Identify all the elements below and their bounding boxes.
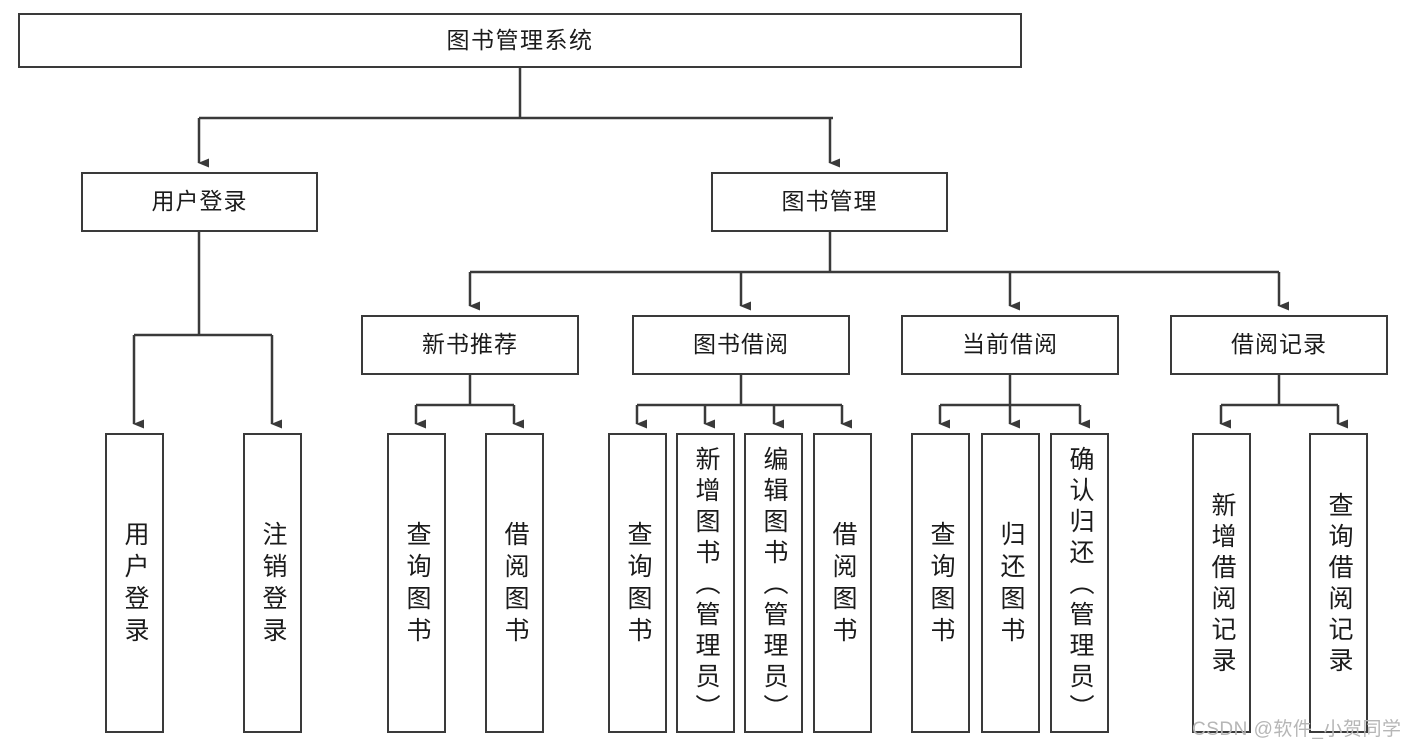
- node-leaf-query-book-cur-label: 查询图书: [927, 521, 955, 649]
- node-leaf-return-book[interactable]: 归还图书: [981, 433, 1040, 733]
- node-leaf-user-logout-label: 注销登录: [259, 521, 287, 649]
- node-book-manage[interactable]: 图书管理: [711, 172, 948, 232]
- node-new-book-rec[interactable]: 新书推荐: [361, 315, 579, 375]
- node-current-borrow[interactable]: 当前借阅: [901, 315, 1119, 375]
- node-leaf-add-record[interactable]: 新增借阅记录: [1192, 433, 1251, 733]
- node-root[interactable]: 图书管理系统: [18, 13, 1022, 68]
- node-user-login[interactable]: 用户登录: [81, 172, 318, 232]
- node-root-label: 图书管理系统: [446, 26, 594, 53]
- node-leaf-borrow-book[interactable]: 借阅图书: [813, 433, 872, 733]
- node-leaf-query-book-rec[interactable]: 查询图书: [387, 433, 446, 733]
- node-leaf-edit-book-label: 编辑图书（管理员）: [760, 445, 788, 725]
- node-leaf-confirm-return[interactable]: 确认归还（管理员）: [1050, 433, 1109, 733]
- node-borrow-record[interactable]: 借阅记录: [1170, 315, 1388, 375]
- node-current-borrow-label: 当前借阅: [962, 331, 1058, 358]
- node-leaf-edit-book[interactable]: 编辑图书（管理员）: [744, 433, 803, 733]
- node-new-book-rec-label: 新书推荐: [422, 331, 518, 358]
- watermark: CSDN @软件_小贺同学: [1192, 719, 1402, 740]
- node-leaf-user-login[interactable]: 用户登录: [105, 433, 164, 733]
- node-leaf-query-book[interactable]: 查询图书: [608, 433, 667, 733]
- node-leaf-borrow-book-rec[interactable]: 借阅图书: [485, 433, 544, 733]
- node-leaf-query-book-cur[interactable]: 查询图书: [911, 433, 970, 733]
- node-leaf-add-book[interactable]: 新增图书（管理员）: [676, 433, 735, 733]
- node-leaf-query-record[interactable]: 查询借阅记录: [1309, 433, 1368, 733]
- node-leaf-confirm-return-label: 确认归还（管理员）: [1066, 445, 1094, 725]
- node-user-login-label: 用户登录: [151, 188, 248, 215]
- node-leaf-user-login-label: 用户登录: [121, 521, 149, 649]
- node-leaf-add-book-label: 新增图书（管理员）: [692, 445, 720, 725]
- node-leaf-query-record-label: 查询借阅记录: [1325, 492, 1353, 678]
- node-book-borrow[interactable]: 图书借阅: [632, 315, 850, 375]
- node-leaf-add-record-label: 新增借阅记录: [1208, 492, 1236, 678]
- node-leaf-query-book-label: 查询图书: [624, 521, 652, 649]
- node-leaf-borrow-book-label: 借阅图书: [829, 521, 857, 649]
- node-book-manage-label: 图书管理: [781, 188, 878, 215]
- node-leaf-return-book-label: 归还图书: [997, 521, 1025, 649]
- node-borrow-record-label: 借阅记录: [1231, 331, 1327, 358]
- node-leaf-user-logout[interactable]: 注销登录: [243, 433, 302, 733]
- node-leaf-borrow-book-rec-label: 借阅图书: [501, 521, 529, 649]
- node-book-borrow-label: 图书借阅: [693, 331, 789, 358]
- node-leaf-query-book-rec-label: 查询图书: [403, 521, 431, 649]
